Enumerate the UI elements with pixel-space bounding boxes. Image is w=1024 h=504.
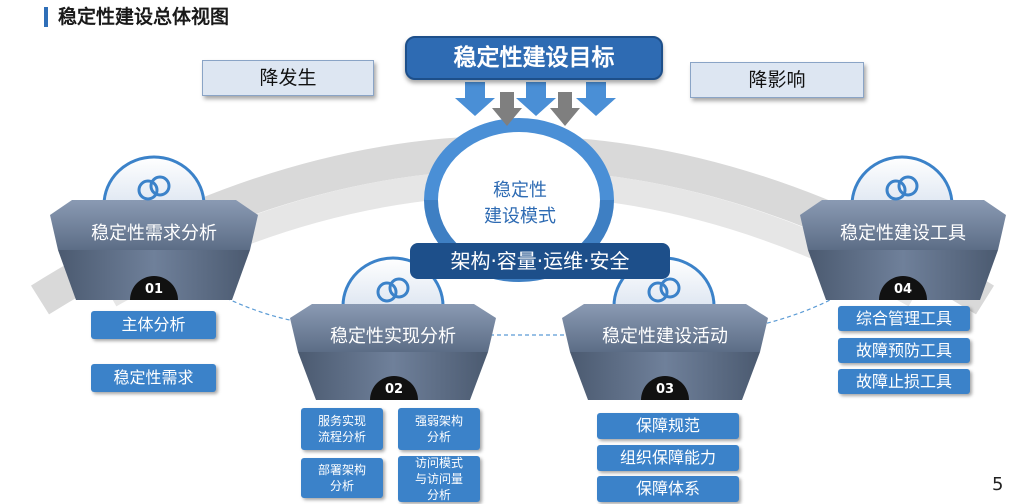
core-label-line1: 稳定性 [493,180,547,201]
item-access-pattern: 访问模式 与访问量 分析 [398,456,480,502]
item-loss-stop-tools: 故障止损工具 [838,369,970,394]
module-04-label: 稳定性建设工具 [840,223,966,244]
module-04-graphic [800,155,1006,300]
link-icon [647,277,681,303]
link-icon [885,175,919,201]
module-03-graphic [562,256,768,400]
item-prevention-tools: 故障预防工具 [838,338,970,363]
module-01-number: 01 [144,282,164,297]
item-strong-weak-architecture: 强弱架构 分析 [398,408,480,450]
page-title: 稳定性建设总体视图 [58,6,230,28]
module-04-number: 04 [893,282,913,297]
item-subject-analysis: 主体分析 [91,311,216,339]
module-02-graphic [290,256,496,400]
title-accent-bar [44,7,48,27]
module-03-number: 03 [655,382,675,397]
item-assurance-system: 保障体系 [597,476,739,502]
item-mgmt-tools: 综合管理工具 [838,306,970,331]
item-stability-requirements: 稳定性需求 [91,364,216,392]
item-org-assurance: 组织保障能力 [597,445,739,471]
item-assurance-spec: 保障规范 [597,413,739,439]
module-02-label: 稳定性实现分析 [330,326,456,347]
down-arrow-icon [455,82,616,126]
reduce-impact-tag: 降影响 [690,62,864,98]
reduce-occurrence-tag: 降发生 [202,60,374,96]
core-label-line2: 建设模式 [484,206,556,227]
link-icon [137,175,171,201]
core-label: 稳定性 建设模式 [465,178,575,230]
item-service-flow-analysis: 服务实现 流程分析 [301,408,383,450]
core-band: 架构·容量·运维·安全 [410,243,670,279]
module-03-label: 稳定性建设活动 [602,326,728,347]
module-02-number: 02 [384,382,404,397]
item-deployment-architecture: 部署架构 分析 [301,458,383,498]
link-icon [376,277,410,303]
connector-03-04 [759,299,831,326]
page-number: 5 [992,474,1004,495]
module-01-label: 稳定性需求分析 [91,223,217,244]
goal-box: 稳定性建设目标 [405,36,663,80]
